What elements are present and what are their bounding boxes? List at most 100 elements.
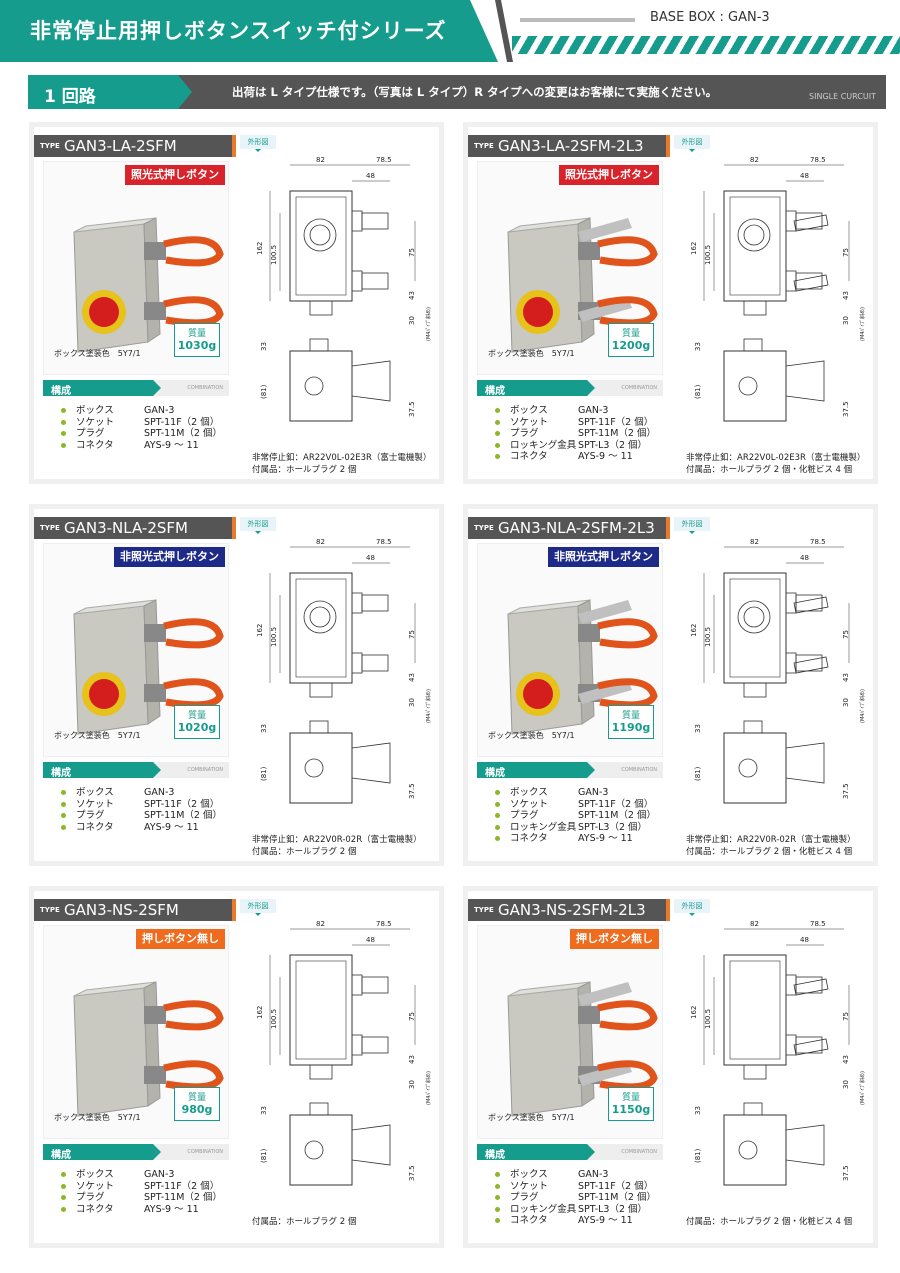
combination-sub: COMBINATION	[621, 385, 657, 391]
svg-text:100.5: 100.5	[704, 245, 712, 265]
bullet-icon	[495, 1218, 500, 1224]
note-line: 非常停止釦：AR22V0R-02R（富士電機製）	[686, 835, 856, 845]
component-row: コネクタ AYS-9 〜 11	[495, 1215, 656, 1227]
mass-box: 質量 980g	[174, 1087, 220, 1121]
paint-color: ボックス塗装色 5Y7/1	[488, 1113, 575, 1122]
component-value: SPT-11F（2 個）	[144, 798, 220, 810]
svg-text:30: 30	[842, 1080, 850, 1089]
type-name: GAN3-NS-2SFM-2L3	[498, 901, 646, 919]
combination-label: 構成	[51, 386, 71, 397]
svg-text:33: 33	[694, 1106, 702, 1115]
diagram-tag: 外形図	[674, 135, 710, 152]
component-name: ソケット	[76, 798, 115, 810]
svg-text:48: 48	[366, 172, 375, 180]
svg-text:48: 48	[800, 554, 809, 562]
note-line: 付属品：ホールプラグ 2 個	[252, 847, 357, 857]
component-value: SPT-11F（2 個）	[144, 416, 220, 428]
component-row: プラグ SPT-11M（2 個）	[495, 428, 656, 440]
section-note: 出荷は L タイプ仕様です。（写真は L タイプ）R タイプへの変更はお客様にて…	[232, 85, 718, 99]
bullet-icon	[495, 454, 500, 460]
svg-text:37.5: 37.5	[408, 401, 416, 417]
svg-text:30: 30	[408, 698, 416, 707]
component-row: ボックス GAN-3	[61, 405, 222, 417]
mass-label: 質量	[187, 1093, 206, 1103]
component-value: SPT-11F（2 個）	[144, 1180, 220, 1192]
svg-text:78.5: 78.5	[810, 920, 826, 928]
notes: 非常停止釦：AR22V0R-02R（富士電機製）付属品：ホールプラグ 2 個・化…	[686, 834, 856, 858]
page-title: 非常停止用押しボタンスイッチ付シリーズ	[30, 19, 447, 43]
svg-text:43: 43	[842, 673, 850, 682]
svg-text:30: 30	[842, 698, 850, 707]
product-photo: 照光式押しボタン 質量 1030g ボックス塗装色 5Y7/1	[43, 161, 229, 375]
button-type-badge: 非照光式押しボタン	[548, 547, 659, 567]
bullet-icon	[495, 431, 500, 437]
mass-box: 質量 1020g	[174, 705, 220, 739]
section-sub: SINGLE CURCUIT	[809, 92, 876, 101]
component-value: AYS-9 〜 11	[144, 1203, 199, 1215]
diagram-tag: 外形図	[240, 899, 276, 916]
type-marker	[232, 135, 236, 157]
combination-sub: COMBINATION	[187, 767, 223, 773]
bullet-icon	[495, 1206, 500, 1212]
bullet-icon	[61, 813, 66, 819]
combination-label: 構成	[51, 768, 71, 779]
panel-body: TYPE GAN3-NS-2SFM 押しボタン無し 質量 980g ボックス塗装…	[34, 891, 439, 1243]
bullet-icon	[495, 419, 500, 425]
svg-text:(81): (81)	[260, 1148, 268, 1163]
panel-body: TYPE GAN3-NLA-2SFM-2L3 非照光式押しボタン 質量 1190…	[468, 509, 873, 861]
svg-text:75: 75	[408, 248, 416, 257]
svg-text:100.5: 100.5	[704, 627, 712, 647]
combination-label: 構成	[485, 386, 505, 397]
bullet-icon	[61, 431, 66, 437]
svg-text:(81): (81)	[694, 384, 702, 399]
combination-bar: 構成 COMBINATION	[477, 762, 663, 779]
component-row: プラグ SPT-11M（2 個）	[495, 1192, 656, 1204]
svg-text:43: 43	[842, 1055, 850, 1064]
page-header: 非常停止用押しボタンスイッチ付シリーズ BASE BOX : GAN-3	[0, 0, 900, 62]
note-line: 非常停止釦：AR22V0R-02R（富士電機製）	[252, 835, 422, 845]
diagram-tag: 外形図	[240, 135, 276, 152]
paint-color: ボックス塗装色 5Y7/1	[488, 349, 575, 358]
component-name: ソケット	[76, 416, 115, 428]
combination-bar: 構成 COMBINATION	[43, 380, 229, 397]
header-stripes	[512, 36, 900, 54]
svg-text:100.5: 100.5	[270, 245, 278, 265]
component-value: SPT-11F（2 個）	[578, 798, 654, 810]
component-row: ボックス GAN-3	[495, 1169, 656, 1181]
bullet-icon	[61, 1183, 66, 1189]
combination-sub: COMBINATION	[187, 1149, 223, 1155]
component-row: ソケット SPT-11F（2 個）	[495, 799, 656, 811]
component-name: ソケット	[76, 1180, 115, 1192]
component-list: ボックス GAN-3 ソケット SPT-11F（2 個） プラグ SPT-11M…	[495, 787, 656, 845]
mass-label: 質量	[621, 329, 640, 339]
component-value: SPT-11M（2 個）	[144, 810, 222, 821]
component-value: AYS-9 〜 11	[144, 821, 199, 833]
component-list: ボックス GAN-3 ソケット SPT-11F（2 個） プラグ SPT-11M…	[61, 1169, 222, 1215]
type-bar: TYPE GAN3-NS-2SFM	[34, 899, 236, 921]
component-name: プラグ	[510, 810, 539, 821]
notes: 非常停止釦：AR22V0L-02E3R（富士電機製）付属品：ホールプラグ 2 個	[252, 452, 431, 476]
component-value: SPT-11M（2 個）	[578, 810, 656, 821]
section-label: 1 回路	[44, 87, 96, 107]
bullet-icon	[61, 824, 66, 830]
component-row: プラグ SPT-11M（2 個）	[61, 810, 222, 822]
type-name: GAN3-LA-2SFM-2L3	[498, 137, 644, 155]
svg-text:82: 82	[750, 920, 759, 928]
svg-text:(81): (81)	[260, 384, 268, 399]
product-photo: 照光式押しボタン 質量 1200g ボックス塗装色 5Y7/1	[477, 161, 663, 375]
svg-text:82: 82	[750, 538, 759, 546]
svg-text:33: 33	[260, 1106, 268, 1115]
mass-box: 質量 1150g	[608, 1087, 654, 1121]
product-photo: 押しボタン無し 質量 1150g ボックス塗装色 5Y7/1	[477, 925, 663, 1139]
component-value: SPT-11F（2 個）	[578, 416, 654, 428]
mass-box: 質量 1190g	[608, 705, 654, 739]
component-row: コネクタ AYS-9 〜 11	[61, 1204, 222, 1216]
component-name: ロッキング金具	[510, 439, 577, 451]
component-value: SPT-11F（2 個）	[578, 1180, 654, 1192]
component-name: コネクタ	[510, 1215, 548, 1226]
component-name: ソケット	[510, 1180, 549, 1192]
svg-text:37.5: 37.5	[842, 401, 850, 417]
svg-text:48: 48	[366, 936, 375, 944]
svg-text:30: 30	[408, 1080, 416, 1089]
svg-text:75: 75	[408, 1012, 416, 1021]
